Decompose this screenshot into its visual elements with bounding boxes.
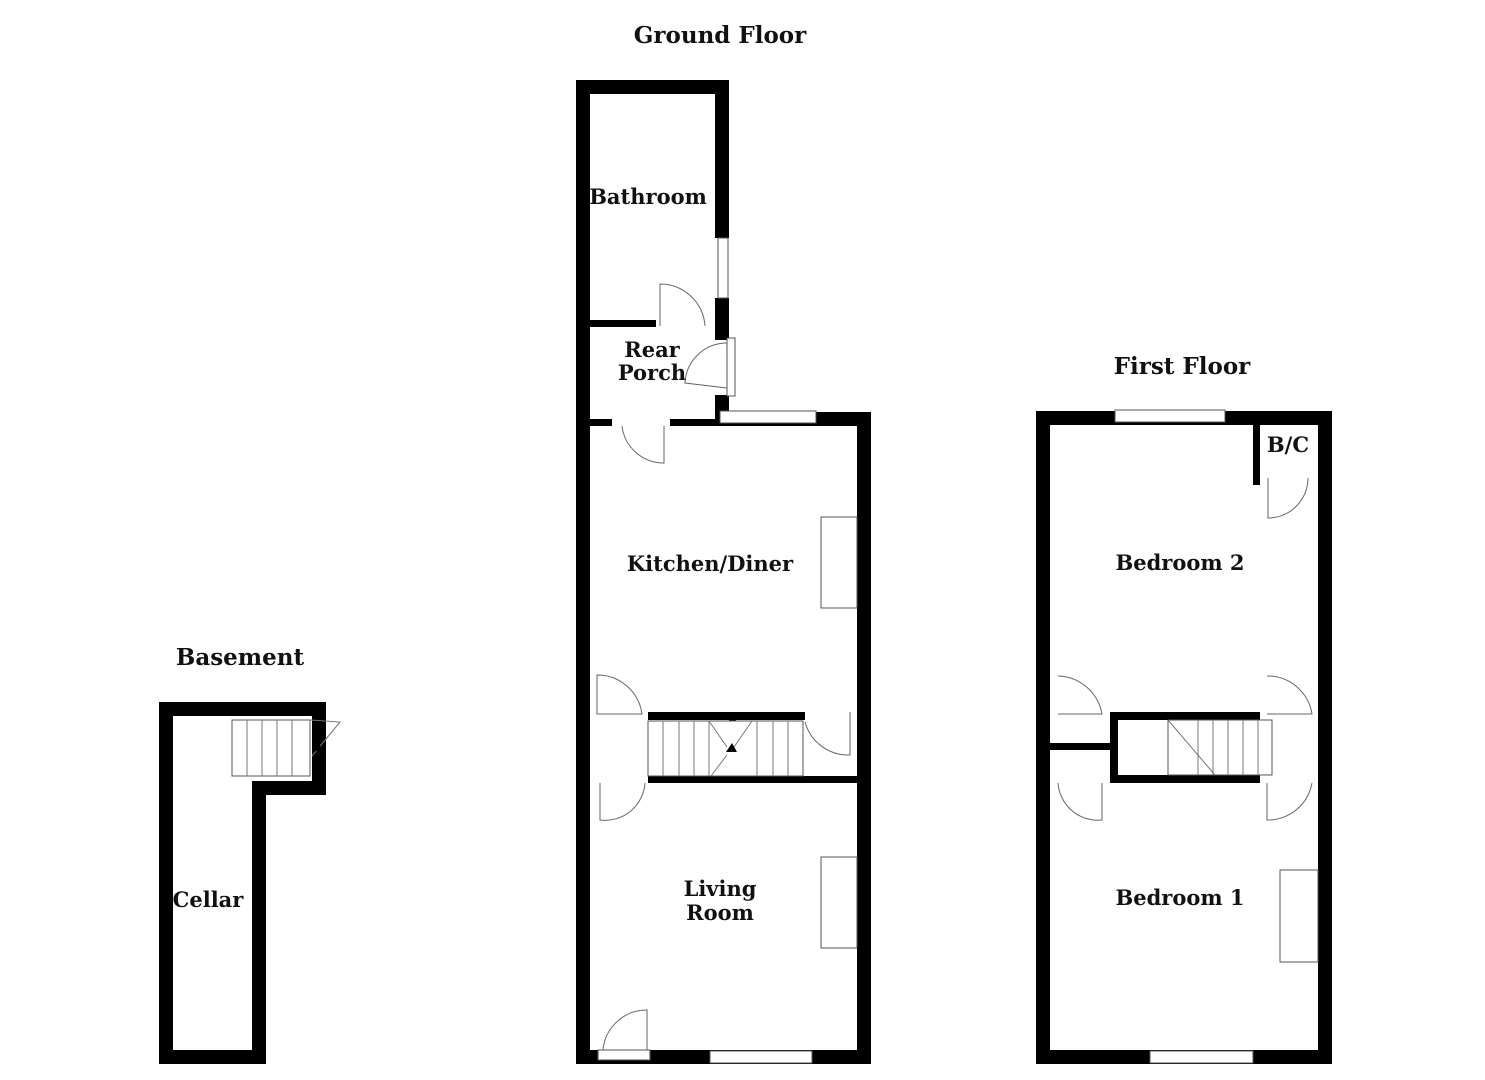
room-label-bedroom-1: Bedroom 1	[1115, 885, 1244, 910]
ground-floor-title: Ground Floor	[634, 22, 807, 49]
basement-stairs	[231, 719, 342, 777]
rear-porch-external-door	[726, 337, 736, 397]
bedroom2-door	[1266, 675, 1313, 715]
ground-floor-plan: Ground Floor	[576, 22, 871, 1064]
living-room-door	[599, 782, 646, 821]
ground-floor-stairs	[647, 712, 857, 783]
room-label-kitchen-diner: Kitchen/Diner	[627, 551, 794, 576]
room-label-bedroom-2: Bedroom 2	[1115, 550, 1244, 575]
room-label-bc: B/C	[1267, 432, 1309, 457]
room-label-living-room-line2: Room	[686, 900, 754, 925]
room-label-bathroom: Bathroom	[589, 184, 707, 209]
room-label-rear-porch-line1: Rear	[624, 337, 680, 362]
bathroom-door	[659, 283, 706, 327]
bedroom1-chimney-breast	[1279, 869, 1319, 963]
room-label-living-room-line1: Living	[684, 876, 757, 901]
kitchen-chimney-breast	[820, 516, 858, 609]
front-door	[597, 1049, 651, 1061]
bc-door	[1267, 477, 1309, 519]
room-label-cellar: Cellar	[173, 887, 245, 912]
living-chimney-breast	[820, 856, 858, 949]
bedroom1-door	[1266, 782, 1313, 821]
porch-kitchen-door	[621, 425, 665, 464]
first-floor-landing-stairs	[1050, 712, 1273, 783]
basement-title: Basement	[176, 644, 305, 671]
bedroom2-window	[1114, 409, 1226, 423]
first-floor-title: First Floor	[1114, 353, 1252, 380]
understairs-door	[804, 712, 851, 756]
kitchen-window	[719, 410, 817, 424]
bedroom1-window	[1149, 1050, 1254, 1064]
first-floor-plan: First Floor B/C Bedroom 2 Bedroom 1	[1036, 353, 1332, 1064]
room-label-rear-porch-line2: Porch	[618, 360, 686, 385]
landing-storage-door	[1057, 782, 1103, 821]
bathroom-window	[717, 237, 729, 299]
living-room-window	[709, 1050, 813, 1064]
kitchen-hall-door	[596, 674, 643, 715]
basement-plan: Basement Cellar	[159, 644, 342, 1064]
landing-cupboard-door	[1057, 675, 1103, 715]
